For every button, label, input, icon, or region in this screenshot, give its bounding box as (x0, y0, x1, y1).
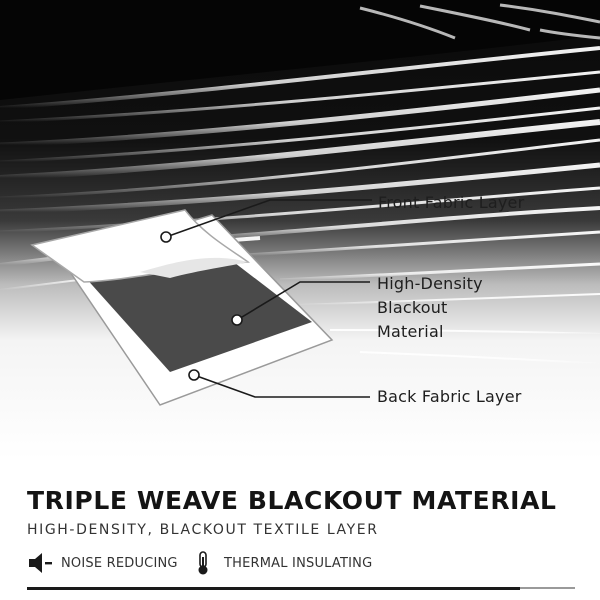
layer-swatch (30, 209, 334, 406)
fabric-fold-top (0, 0, 600, 100)
bottom-divider (27, 587, 520, 590)
feature-thermal-insulating: THERMAL INSULATING (190, 550, 372, 576)
callout-line-middle (236, 281, 370, 321)
feature-thermal-label: THERMAL INSULATING (224, 555, 373, 571)
bottom-divider-rest (520, 587, 575, 589)
front-fabric-shade (140, 257, 248, 278)
fabric-illustration (0, 0, 600, 460)
label-front-fabric-layer: Front Fabric Layer (378, 193, 525, 212)
feature-noise-reducing: NOISE REDUCING (27, 550, 178, 576)
page-subtitle: HIGH-DENSITY, BLACKOUT TEXTILE LAYER (27, 522, 379, 538)
label-blackout-line-1: High-Density (377, 274, 483, 293)
page-title: TRIPLE WEAVE BLACKOUT MATERIAL (27, 486, 557, 515)
callout-line-front (165, 199, 372, 238)
callout-line-back (193, 374, 370, 398)
speaker-muted-icon (27, 550, 53, 576)
callout-dots (160, 231, 243, 381)
fabric-top-stripes (359, 3, 600, 40)
label-back-fabric-layer: Back Fabric Layer (377, 387, 522, 406)
thermometer-icon (190, 550, 216, 576)
callout-dot-front (160, 231, 172, 243)
label-blackout-line-3: Material (377, 322, 444, 341)
label-blackout-material: High-Density Blackout Material (377, 272, 517, 344)
callout-dot-back (188, 369, 200, 381)
feature-noise-label: NOISE REDUCING (61, 555, 178, 571)
callout-dot-middle (231, 314, 243, 326)
fabric-wave-stripes (0, 46, 600, 365)
label-blackout-line-2: Blackout (377, 298, 448, 317)
callout-lines (165, 199, 372, 398)
